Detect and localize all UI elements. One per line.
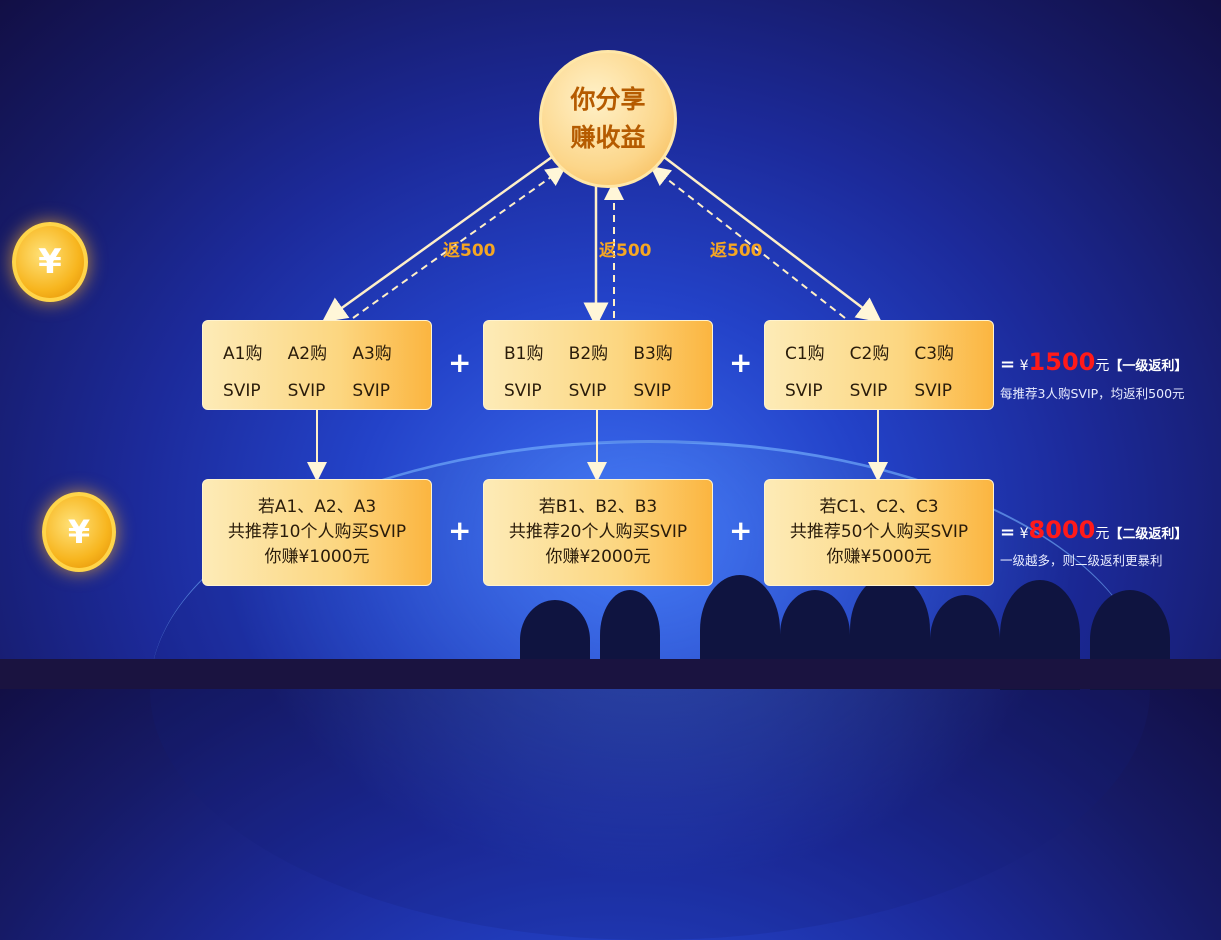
buyer-label: A3购 [352,344,392,364]
plus-sign: + [448,346,472,379]
unit-label: 元 [1095,358,1110,374]
earning-line: 你赚¥5000元 [826,547,932,567]
product-label: SVIP [914,380,953,401]
referral-line: 共推荐50个人购买SVIP [789,522,969,542]
plus-sign: + [729,346,753,379]
buyer-label: C1购 [785,344,825,364]
referral-line: 共推荐20个人购买SVIP [508,522,688,542]
buyer-label: B1购 [504,344,544,364]
buyer-label: B3购 [633,344,673,364]
level2-box-a: 若A1、A2、A3 共推荐10个人购买SVIP 你赚¥1000元 [202,479,432,586]
center-line2: 赚收益 [570,123,646,152]
level1-tag: 【一级返利】 [1109,359,1188,374]
unit-label: 元 [1095,526,1110,542]
plus-sign: + [729,514,753,547]
condition-line: 若C1、C2、C3 [819,497,939,517]
share-earn-circle: 你分享 赚收益 [539,50,677,188]
product-label: SVIP [223,380,261,401]
level1-amount: 1500 [1028,348,1096,376]
condition-line: 若A1、A2、A3 [257,497,377,517]
level1-box-a: A1购 A2购 A3购 SVIP SVIP SVIP [202,320,432,410]
earning-line: 你赚¥1000元 [264,547,370,567]
product-label: SVIP [504,380,542,401]
level2-summary: = ¥8000元【二级返利】 [1000,516,1187,544]
coin-symbol: ¥ [67,513,91,551]
product-label: SVIP [849,380,888,401]
return-label: 返500 [710,241,763,261]
plus-sign: + [448,514,472,547]
level1-box-b: B1购 B2购 B3购 SVIP SVIP SVIP [483,320,713,410]
product-label: SVIP [352,380,391,401]
equals-sign: = [1000,354,1016,375]
yen-sign: ¥ [1019,358,1029,374]
level1-box-c: C1购 C2购 C3购 SVIP SVIP SVIP [764,320,994,410]
level2-box-c: 若C1、C2、C3 共推荐50个人购买SVIP 你赚¥5000元 [764,479,994,586]
level2-note: 一级越多，则二级返利更暴利 [1000,553,1163,568]
bottom-bar [0,659,1221,689]
coin-symbol: ¥ [38,242,62,282]
equals-sign: = [1000,522,1016,543]
center-line1: 你分享 [570,85,646,114]
earning-line: 你赚¥2000元 [545,547,651,567]
buyer-label: A1购 [223,344,263,364]
flow-arrows [307,155,888,482]
return-label: 返500 [599,241,652,261]
buyer-label: A2购 [287,344,328,364]
level2-amount: 8000 [1028,516,1096,544]
coin-icon: ¥ [42,492,116,572]
return-label: 返500 [443,241,496,261]
buyer-label: C3购 [914,344,955,364]
buyer-label: B2购 [568,344,609,364]
coin-icon: ¥ [12,222,88,302]
yen-sign: ¥ [1019,526,1029,542]
level1-summary: = ¥1500元【一级返利】 [1000,348,1187,376]
level1-note: 每推荐3人购SVIP，均返利500元 [1000,386,1185,401]
level2-tag: 【二级返利】 [1109,527,1188,542]
buyer-label: C2购 [849,344,890,364]
product-label: SVIP [568,380,607,401]
level2-box-b: 若B1、B2、B3 共推荐20个人购买SVIP 你赚¥2000元 [483,479,713,586]
referral-line: 共推荐10个人购买SVIP [227,522,407,542]
product-label: SVIP [633,380,672,401]
condition-line: 若B1、B2、B3 [538,497,658,517]
product-label: SVIP [287,380,326,401]
product-label: SVIP [785,380,823,401]
